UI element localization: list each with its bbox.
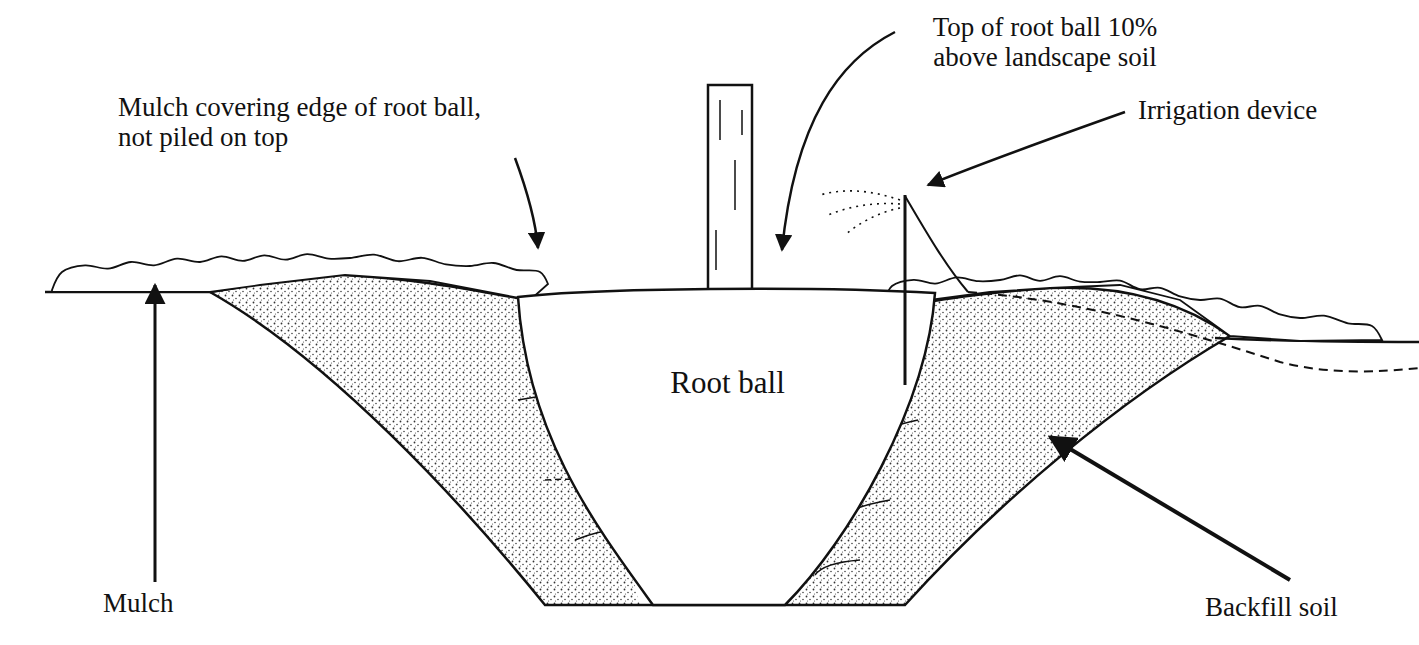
water-spray [820, 191, 900, 235]
callout-text: Irrigation device [1138, 95, 1398, 125]
callout-text: Mulch [103, 588, 223, 618]
irrigation-stake [904, 195, 907, 385]
tree-trunk [708, 85, 752, 297]
root-ball: Root ball [515, 285, 940, 610]
backfill-soil [210, 275, 1230, 605]
root-ball-outline [515, 285, 940, 610]
callout-text: Top of root ball 10% above landscape soi… [900, 12, 1190, 72]
callout-text: Mulch covering edge of root ball, not pi… [118, 92, 498, 152]
part-label: Root ball [515, 365, 940, 401]
irrigation-hose [905, 196, 1419, 371]
callout-text: Backfill soil [1205, 592, 1405, 622]
